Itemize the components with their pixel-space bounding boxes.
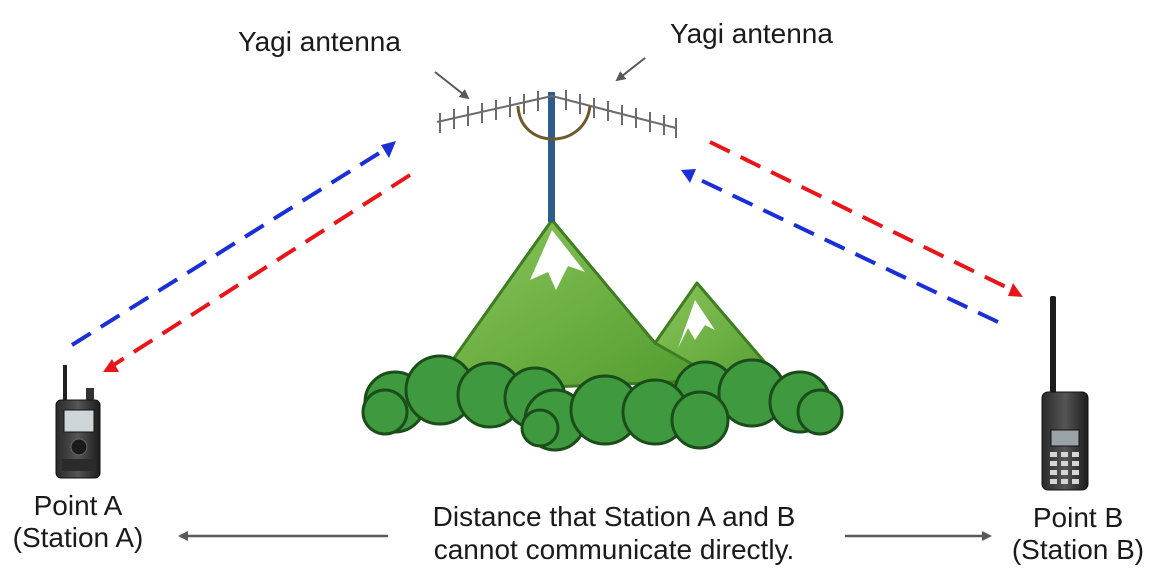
radio-a-screen <box>63 409 95 433</box>
radio-station-b <box>1041 296 1089 491</box>
yagi-right-pointer <box>615 57 646 82</box>
distance-caption-line1: Distance that Station A and B <box>432 501 796 532</box>
signal-b-uplink-head <box>681 169 696 183</box>
point-a-label: Point A (Station A) <box>0 490 156 554</box>
point-a-title: Point A <box>33 490 123 521</box>
signal-a-downlink <box>110 173 412 368</box>
yagi-antenna-left-label: Yagi antenna <box>238 26 401 57</box>
distance-caption: Distance that Station A and B cannot com… <box>398 500 830 566</box>
point-b-label: Point B (Station B) <box>1000 502 1156 566</box>
forest <box>361 354 844 452</box>
point-a-subtitle: (Station A) <box>12 522 144 553</box>
signal-b-uplink <box>691 174 999 324</box>
antenna-mast <box>548 92 555 222</box>
signal-a-uplink <box>70 148 386 347</box>
signal-b-downlink-head <box>1008 283 1023 297</box>
yagi-left-pointer <box>434 71 470 100</box>
yagi-antenna-left <box>436 91 553 133</box>
yagi-antenna-right-label: Yagi antenna <box>670 18 833 49</box>
signal-a-downlink-head <box>103 359 119 372</box>
antenna-cable <box>516 105 592 141</box>
signal-a-uplink-head <box>381 141 396 158</box>
signal-b-downlink <box>709 140 1013 292</box>
point-b-title: Point B <box>1032 502 1124 533</box>
snow-cap-small <box>678 300 715 348</box>
signal-paths <box>70 140 1013 368</box>
yagi-antenna-right <box>551 90 677 138</box>
snow-cap-large <box>530 230 585 290</box>
radio-b-screen <box>1050 429 1080 447</box>
radio-station-a <box>55 365 101 479</box>
point-b-subtitle: (Station B) <box>1011 534 1145 565</box>
distance-caption-line2: cannot communicate directly. <box>433 534 795 565</box>
